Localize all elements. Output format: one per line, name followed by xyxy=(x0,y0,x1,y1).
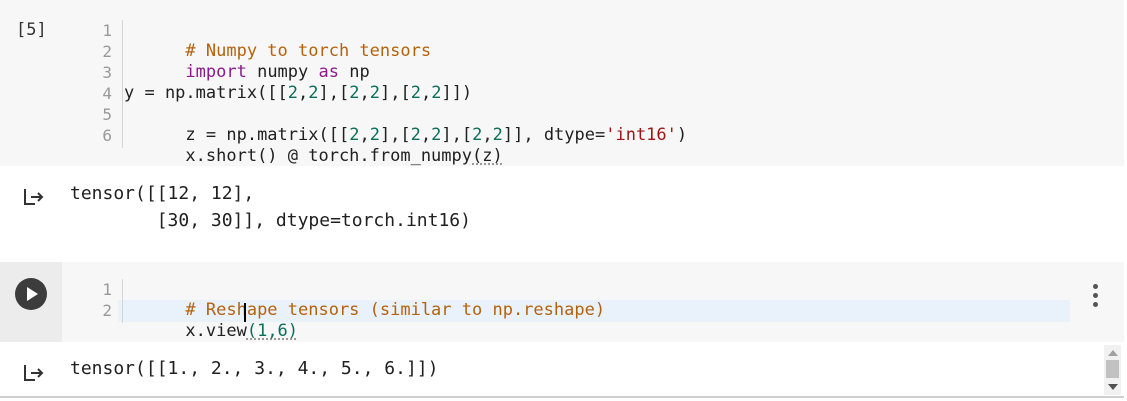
code-text: z = np.matrix([[ xyxy=(185,125,350,145)
code-text: ],[ xyxy=(379,83,411,103)
code-comment: # Reshape tensors (similar to np.reshape… xyxy=(185,300,606,320)
code-number: 2 xyxy=(369,83,380,103)
code-cell-1[interactable]: [5] 1 # Numpy to torch tensors 2 import … xyxy=(0,0,1127,166)
vertical-dots-icon xyxy=(1093,284,1098,289)
code-number: 2 xyxy=(410,83,421,103)
scroll-down-arrow-icon[interactable] xyxy=(1108,384,1118,390)
active-line-highlight xyxy=(118,300,1070,322)
text-cursor xyxy=(244,303,246,322)
code-number: 2 xyxy=(431,83,442,103)
code-line: y = np.matrix([[2,2],[2,2],[2,2]]) xyxy=(124,83,472,104)
code-text: z = np.matrix([[2,2],[2,2],[2,2]], dtype… xyxy=(185,125,605,145)
line-number: 1 xyxy=(102,21,112,40)
code-line: z = np.matrix([[2,2],[2,2],[2,2]], dtype… xyxy=(124,104,687,145)
code-number: 2 xyxy=(287,83,299,103)
code-text: x.view xyxy=(185,321,247,341)
code-line: x.short() @ torch.from_numpy(z) xyxy=(124,125,502,166)
code-text: , xyxy=(359,83,370,103)
output-line: tensor([[12, 12], xyxy=(70,183,255,204)
line-number: 4 xyxy=(102,84,112,103)
code-text: ],[ xyxy=(318,83,350,103)
code-text: ],[ xyxy=(379,125,411,145)
code-editor-2[interactable]: 1 # Reshape tensors (similar to np.resha… xyxy=(76,279,1076,341)
code-text: np xyxy=(338,62,370,82)
code-text: numpy xyxy=(246,62,319,82)
code-string: 'int16' xyxy=(605,125,677,145)
code-text: y = np.matrix([[ xyxy=(124,83,288,103)
line-number: 5 xyxy=(102,105,112,124)
code-keyword: import xyxy=(185,62,247,82)
line-number: 6 xyxy=(102,126,112,145)
line-number: 2 xyxy=(102,42,112,61)
code-line: x.view(1,6) xyxy=(124,300,298,341)
code-text: x.short() @ torch.from_numpy xyxy=(185,146,472,166)
line-number: 3 xyxy=(102,63,112,82)
code-text: ],[ xyxy=(441,125,473,145)
output-line: [30, 30]], dtype=torch.int16) xyxy=(70,210,471,231)
code-number: 2 xyxy=(492,125,503,145)
bottom-divider xyxy=(0,396,1124,398)
scroll-thumb[interactable] xyxy=(1106,360,1119,378)
code-line: # Numpy to torch tensors xyxy=(124,20,431,61)
cell-2-gutter xyxy=(0,262,62,342)
scroll-up-arrow-icon[interactable] xyxy=(1108,350,1118,356)
vertical-dots-icon xyxy=(1093,302,1098,307)
code-text: ) xyxy=(676,125,688,145)
code-number: 2 xyxy=(349,125,360,145)
code-text: , xyxy=(420,83,432,103)
output-arrow-icon xyxy=(24,365,44,381)
code-text-hint: (z) xyxy=(472,146,503,166)
code-text: , xyxy=(298,83,309,103)
code-number: 2 xyxy=(369,125,380,145)
code-number: 2 xyxy=(349,83,360,103)
code-line: import numpy as np xyxy=(124,41,369,82)
line-number: 1 xyxy=(102,280,112,299)
code-comment: # Numpy to torch tensors xyxy=(185,41,432,61)
code-cell-2[interactable]: 1 # Reshape tensors (similar to np.resha… xyxy=(0,262,1124,342)
run-cell-button[interactable] xyxy=(15,278,47,310)
cell-1-background xyxy=(0,0,1124,166)
code-number: 2 xyxy=(308,83,319,103)
line-number: 2 xyxy=(102,301,112,320)
output-arrow-icon xyxy=(24,189,44,205)
output-line: tensor([[1., 2., 3., 4., 5., 6.]]) xyxy=(70,358,439,379)
output-scrollbar[interactable] xyxy=(1104,345,1121,395)
code-text: , xyxy=(359,125,370,145)
code-line xyxy=(124,62,185,83)
code-text: ]], dtype= xyxy=(502,125,606,145)
code-number: 2 xyxy=(472,125,483,145)
code-editor-1[interactable]: 1 # Numpy to torch tensors 2 import nump… xyxy=(76,20,1116,166)
code-text: , xyxy=(420,125,432,145)
vertical-dots-icon xyxy=(1093,293,1098,298)
line-number-gutter xyxy=(96,20,123,148)
more-options-button[interactable] xyxy=(1086,282,1106,312)
line-number-gutter xyxy=(96,279,123,323)
execution-count: [5] xyxy=(16,20,47,40)
code-number: 2 xyxy=(410,125,421,145)
code-text: ]]) xyxy=(441,83,473,103)
code-keyword: as xyxy=(318,62,339,82)
code-line: # Reshape tensors (similar to np.reshape… xyxy=(124,279,605,320)
code-text: , xyxy=(482,125,493,145)
code-text-hint: (1,6) xyxy=(246,321,299,341)
code-number: 2 xyxy=(431,125,442,145)
